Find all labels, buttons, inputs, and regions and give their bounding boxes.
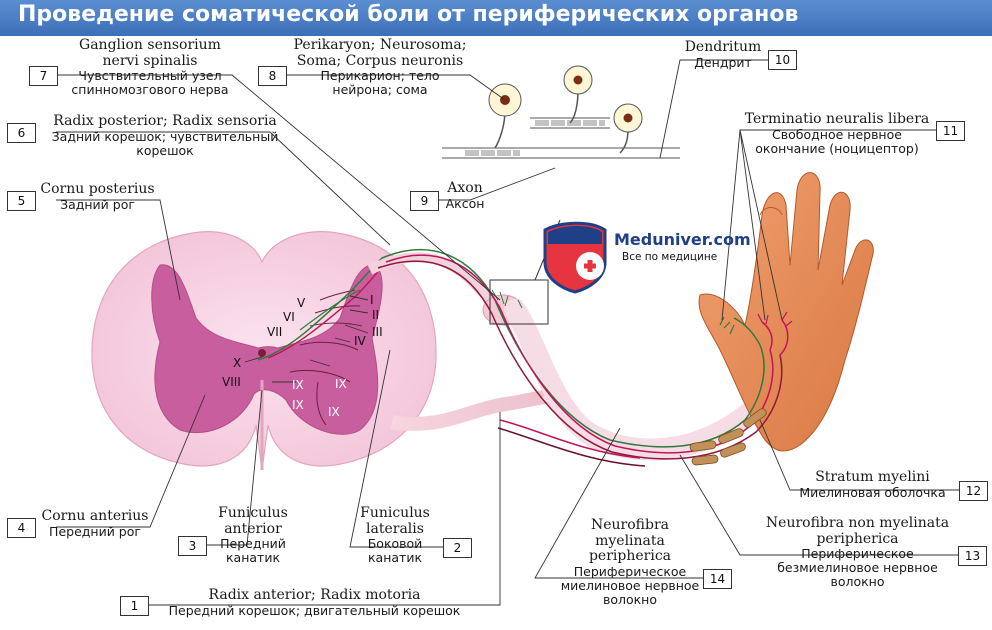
label-4-latin: Cornu anterius	[41, 508, 149, 524]
lamina-label-10: X	[233, 356, 242, 370]
label-number-3: 3	[178, 536, 207, 556]
label-free-nerve-ending: Terminatio neuralis libera Свободное нер…	[740, 111, 934, 156]
logo-shield-icon	[543, 221, 607, 294]
label-2-latin: Funiculus lateralis	[360, 505, 430, 537]
label-number-8: 8	[258, 66, 287, 86]
label-3-russian: Передний канатик	[220, 536, 286, 566]
label-number-11: 11	[936, 121, 965, 141]
label-dorsal-root: Radix posterior; Radix sensoria Задний к…	[45, 113, 285, 158]
label-myelinated-fiber: Neurofibra myelinata peripherica Перифер…	[560, 517, 700, 608]
label-13-russian: Периферическое безмиелиновое нервное вол…	[777, 546, 938, 590]
label-14-latin: Neurofibra myelinata peripherica	[588, 517, 672, 565]
label-number-7: 7	[29, 66, 58, 86]
label-number-14: 14	[703, 569, 732, 589]
label-5-russian: Задний рог	[60, 196, 135, 212]
free-nerve-endings	[719, 311, 793, 335]
label-8-russian: Перикарион; тело нейрона; сома	[320, 68, 440, 98]
label-number-10: 10	[768, 50, 797, 70]
label-4-russian: Передний рог	[49, 523, 141, 539]
label-11-latin: Terminatio neuralis libera	[744, 111, 930, 127]
label-1-russian: Передний корешок; двигательный корешок	[168, 602, 461, 618]
label-14-russian: Периферическое миелиновое нервное волокн…	[560, 564, 700, 608]
label-9-latin: Axon	[447, 180, 483, 196]
label-anterior-funiculus: Funiculus anterior Передний канатик	[208, 505, 298, 566]
lamina-label-9d: IX	[292, 378, 304, 392]
lamina-label-8: VIII	[222, 375, 241, 389]
lamina-label-9a: IX	[335, 377, 347, 391]
lamina-label-2: II	[372, 308, 380, 322]
lamina-label-3: III	[372, 325, 383, 339]
lamina-label-5: V	[297, 296, 306, 310]
label-number-1: 1	[120, 596, 149, 616]
label-9-russian: Аксон	[445, 195, 485, 211]
label-number-12: 12	[959, 481, 988, 501]
label-3-latin: Funiculus anterior	[218, 505, 288, 537]
label-13-latin: Neurofibra non myelinata peripherica	[765, 515, 950, 547]
inset-box	[489, 279, 549, 325]
label-number-2: 2	[443, 538, 472, 558]
lamina-label-9c: IX	[328, 405, 340, 419]
label-11-russian: Свободное нервное окончание (ноцицептор)	[755, 126, 919, 156]
lamina-label-9b: IX	[292, 398, 304, 412]
logo-tagline: Все по медицине	[622, 251, 718, 263]
label-2-russian: Боковой канатик	[367, 536, 423, 566]
leader-lines	[56, 59, 959, 606]
title-bar: Проведение соматической боли от перифери…	[0, 0, 992, 36]
pseudounipolar-neurons-inset	[442, 65, 680, 159]
page-title: Проведение соматической боли от перифери…	[18, 2, 799, 27]
label-number-13: 13	[958, 546, 987, 566]
label-ganglion: Ganglion sensorium nervi spinalis Чувств…	[60, 37, 240, 98]
label-12-latin: Stratum myelini	[815, 469, 930, 485]
label-7-latin: Ganglion sensorium nervi spinalis	[79, 37, 221, 69]
label-anterior-horn: Cornu anterius Передний рог	[40, 508, 150, 539]
label-8-latin: Perikaryon; Neurosoma; Soma; Corpus neur…	[293, 37, 467, 69]
label-7-russian: Чувствительный узел спинномозгового нерв…	[71, 68, 229, 98]
label-12-russian: Миелиновая оболочка	[799, 484, 946, 500]
label-posterior-horn: Cornu posterius Задний рог	[40, 181, 155, 212]
label-6-russian: Задний корешок; чувствительный корешок	[51, 128, 279, 158]
label-unmyelinated-fiber: Neurofibra non myelinata peripherica Пер…	[760, 515, 955, 590]
label-dendrite: Dendritum Дендрит	[682, 39, 764, 70]
label-lateral-funiculus: Funiculus lateralis Боковой канатик	[345, 505, 445, 566]
label-number-5: 5	[7, 191, 36, 211]
label-axon: Axon Аксон	[440, 180, 490, 211]
lamina-label-6: VI	[283, 310, 295, 324]
hand	[698, 172, 874, 452]
label-anterior-root: Radix anterior; Radix motoria Передний к…	[152, 587, 477, 618]
logo-name: Meduniver.com	[614, 230, 751, 249]
lamina-label-1: I	[370, 293, 374, 307]
label-myelin-layer: Stratum myelini Миелиновая оболочка	[790, 469, 955, 500]
label-number-6: 6	[7, 123, 36, 143]
label-number-9: 9	[410, 191, 439, 211]
label-10-latin: Dendritum	[684, 39, 762, 55]
lamina-label-7: VII	[267, 325, 283, 339]
label-10-russian: Дендрит	[694, 54, 752, 70]
myelin-segments	[689, 408, 767, 466]
label-1-latin: Radix anterior; Radix motoria	[208, 587, 421, 603]
lamina-label-4: IV	[354, 334, 366, 348]
label-6-latin: Radix posterior; Radix sensoria	[53, 113, 277, 129]
label-perikaryon: Perikaryon; Neurosoma; Soma; Corpus neur…	[290, 37, 470, 98]
label-number-4: 4	[7, 518, 36, 538]
label-5-latin: Cornu posterius	[40, 181, 155, 197]
